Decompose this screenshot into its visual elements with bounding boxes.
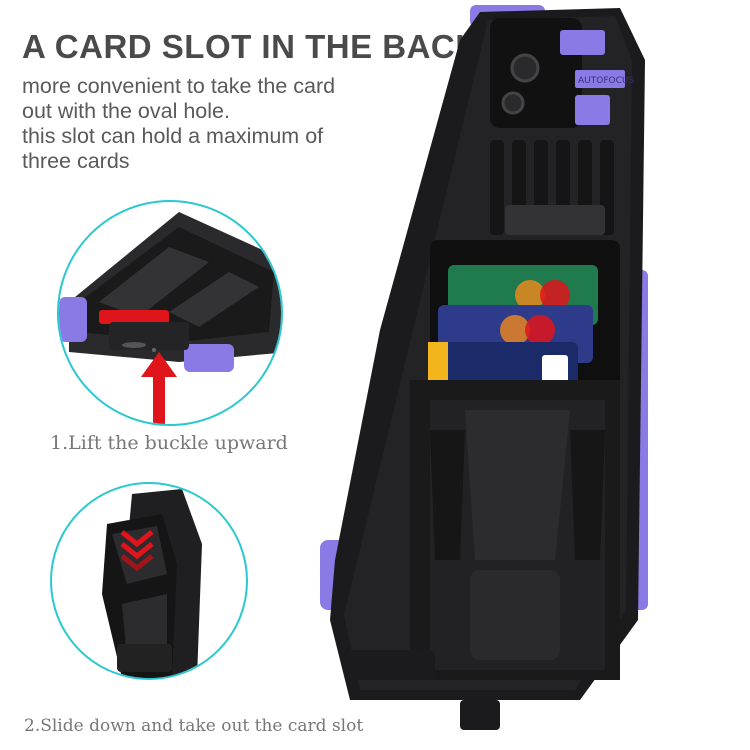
description: more convenient to take the card out wit… (22, 74, 402, 174)
step-2-label: 2.Slide down and take out the card slot (24, 716, 364, 736)
description-line: more convenient to take the card (22, 74, 336, 98)
slide-illustration (102, 489, 202, 678)
arrow-up-icon (141, 352, 177, 424)
camera-label: AUTOFOCUS (578, 76, 634, 86)
description-line: out with the oval hole. (22, 99, 230, 123)
chevron-down-icon (120, 530, 154, 572)
description-line: this slot can hold a maximum of (22, 124, 324, 148)
camera-module: AUTOFOCUS (490, 18, 634, 128)
card-slot (428, 240, 620, 397)
detail-circle-lift-buckle (57, 200, 283, 426)
page-title: A CARD SLOT IN THE BACK (22, 28, 480, 65)
description-line: three cards (22, 149, 130, 173)
step-1-label: 1.Lift the buckle upward (50, 432, 288, 454)
phone-case-illustration: AUTOFOCUS (320, 5, 648, 730)
buckle-illustration (59, 212, 281, 424)
detail-circle-slide-down (50, 482, 248, 680)
